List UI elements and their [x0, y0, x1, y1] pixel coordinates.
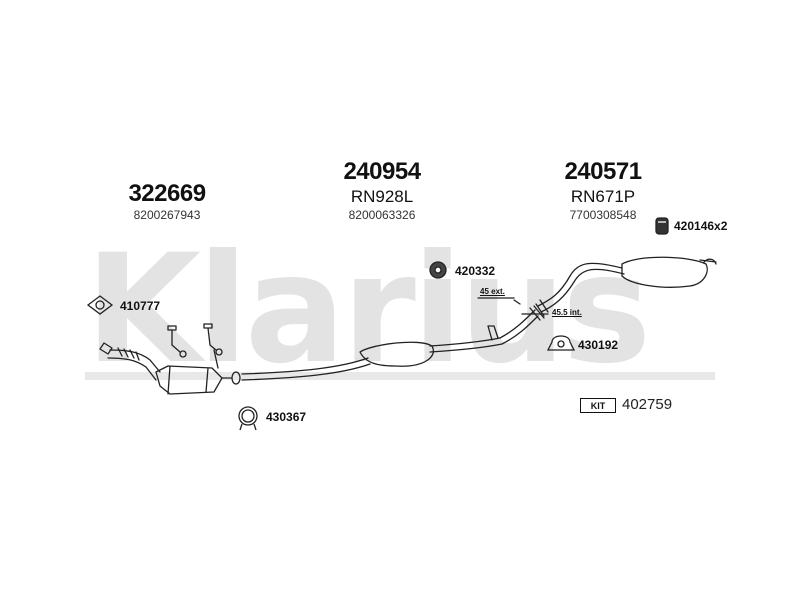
rear-silencer	[535, 256, 717, 317]
oe-code-rn671p: RN671P	[570, 187, 636, 206]
reference-7700308548: 7700308548	[569, 208, 637, 222]
label-410777: 410777	[120, 299, 161, 313]
reference-8200063326: 8200063326	[348, 208, 416, 222]
klarius-watermark: Klarius	[85, 223, 651, 397]
center-pipe	[241, 309, 539, 381]
kit-badge-label: KIT	[590, 400, 606, 411]
lambda-sensors	[167, 323, 223, 369]
part-number-240954: 240954	[343, 158, 421, 185]
front-pipe	[99, 342, 161, 381]
reference-8200267943: 8200267943	[133, 208, 201, 222]
dimension-int: 45.5 int.	[552, 308, 582, 317]
oe-code-rn928l: RN928L	[350, 187, 414, 206]
watermark-underline	[85, 372, 715, 380]
label-430367: 430367	[266, 410, 307, 424]
rubber-mount-icon-420332	[429, 261, 447, 279]
mounting-ring-icon-430192	[546, 335, 576, 351]
gasket-icon-410777	[86, 295, 114, 315]
label-420146x2: 420146x2	[674, 219, 728, 233]
dimension-ext: 45 ext.	[480, 287, 505, 296]
dim-break-marks	[529, 305, 545, 321]
label-420332: 420332	[455, 264, 496, 278]
kit-badge: KIT	[580, 398, 616, 413]
catalytic-converter	[155, 365, 241, 395]
clamp-icon-430367	[238, 406, 258, 431]
part-number-240571: 240571	[564, 158, 642, 185]
rubber-mount-icon-420146	[655, 217, 669, 235]
label-430192: 430192	[578, 338, 619, 352]
part-number-322669: 322669	[128, 180, 206, 207]
kit-number: 402759	[622, 396, 673, 413]
